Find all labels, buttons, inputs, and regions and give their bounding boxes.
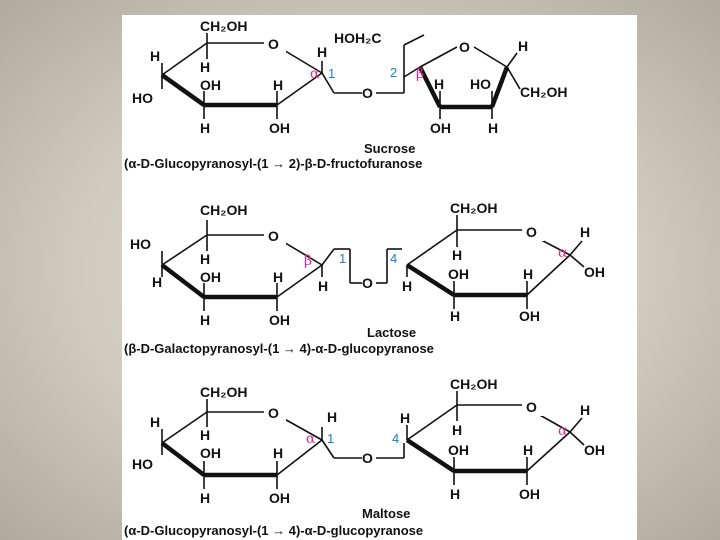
lactose-gal-c1-h: H <box>318 278 328 294</box>
sucrose-position-2: 2 <box>390 65 397 80</box>
sucrose-glc-c2-h: H <box>273 77 283 93</box>
maltose-alpha-anomer-label-2: α <box>558 423 568 439</box>
sucrose-glc-c3-h: H <box>200 120 210 136</box>
lactose-glc-c3-oh: OH <box>448 266 469 282</box>
maltose-glc1-c5-h: H <box>200 427 210 443</box>
lactose-gal-c4-h: H <box>152 274 162 290</box>
sucrose-glycosidic-oxygen: O <box>362 85 373 101</box>
sucrose-glc-c3-oh: OH <box>200 77 221 93</box>
sucrose-glc-c4-h: H <box>150 48 160 64</box>
lactose-gal-c3-oh: OH <box>200 269 221 285</box>
sucrose-fru-c1-hoh2c: HOH₂C <box>334 30 381 46</box>
maltose-glc2-ring-oxygen: O <box>526 399 537 415</box>
lactose-galactose-ring <box>160 220 362 311</box>
sucrose-glc-c6-ch2oh: CH₂OH <box>200 18 247 34</box>
maltose-position-1: 1 <box>327 431 334 446</box>
maltose-glc1-c6-ch2oh: CH₂OH <box>200 384 247 400</box>
maltose-glc1-c3-h: H <box>200 490 210 506</box>
maltose-glc2-c2-h: H <box>523 442 533 458</box>
sucrose-structure: CH₂OH O H HO H OH H H OH H α 1 O <box>132 18 567 136</box>
sucrose-fru-c3-h: H <box>434 76 444 92</box>
sucrose-glc-c1-h: H <box>317 44 327 60</box>
maltose-glc1-c4-ho: HO <box>132 456 153 472</box>
maltose-glc1-c1-h: H <box>327 409 337 425</box>
slide-canvas: CH₂OH O H HO H OH H H OH H α 1 O <box>122 15 637 540</box>
maltose-glc1-ring-oxygen: O <box>268 405 279 421</box>
maltose-glc2-c5-h: H <box>452 422 462 438</box>
sucrose-position-1: 1 <box>328 66 335 81</box>
maltose-name: Maltose <box>362 506 410 521</box>
lactose-glc-c4-h: H <box>402 278 412 294</box>
lactose-glc-c1-oh: OH <box>584 264 605 280</box>
sucrose-glc-c2-oh: OH <box>269 120 290 136</box>
maltose-alpha-anomer-label-1: α <box>306 431 316 447</box>
lactose-glc-c6-ch2oh: CH₂OH <box>450 200 497 216</box>
maltose-structure: CH₂OH O H HO H OH H H OH H α 1 O 4 <box>132 376 605 506</box>
sucrose-fru-c4-h: H <box>488 120 498 136</box>
sucrose-name: Sucrose <box>364 141 415 156</box>
maltose-glc1-c3-oh: OH <box>200 445 221 461</box>
maltose-systematic-name: (α-D-Glucopyranosyl-(1 → 4)-α-D-glucopyr… <box>124 523 423 538</box>
sucrose-systematic-name: (α-D-Glucopyranosyl-(1 → 2)-β-D-fructofu… <box>124 156 422 171</box>
maltose-glc2-c3-h: H <box>450 486 460 502</box>
lactose-glc-c5-h: H <box>452 247 462 263</box>
lactose-gal-c6-ch2oh: CH₂OH <box>200 202 247 218</box>
maltose-glc2-c6-ch2oh: CH₂OH <box>450 376 497 392</box>
lactose-name: Lactose <box>367 325 416 340</box>
maltose-position-4: 4 <box>392 431 399 446</box>
lactose-glc-ring-oxygen: O <box>526 224 537 240</box>
sucrose-alpha-anomer-label: α <box>310 66 320 82</box>
lactose-glucose-ring <box>405 215 585 309</box>
sucrose-fru-c5-h: H <box>518 38 528 54</box>
sucrose-fru-c6-ch2oh: CH₂OH <box>520 84 567 100</box>
maltose-glc1-c2-oh: OH <box>269 490 290 506</box>
lactose-glc-c3-h: H <box>450 308 460 324</box>
maltose-glycosidic-oxygen: O <box>362 450 373 466</box>
sucrose-fru-c4-ho: HO <box>470 76 491 92</box>
sucrose-fru-ring-oxygen: O <box>459 39 470 55</box>
lactose-gal-ring-oxygen: O <box>268 228 279 244</box>
maltose-glc2-c2-oh: OH <box>519 486 540 502</box>
maltose-glc1-c2-h: H <box>273 445 283 461</box>
sucrose-fru-c3-oh: OH <box>430 120 451 136</box>
lactose-gal-c2-oh: OH <box>269 312 290 328</box>
maltose-glucose-ring-1 <box>160 399 362 489</box>
lactose-position-4: 4 <box>390 251 397 266</box>
sucrose-glc-ring-oxygen: O <box>268 36 279 52</box>
lactose-gal-c3-h: H <box>200 312 210 328</box>
lactose-systematic-name: (β-D-Galactopyranosyl-(1 → 4)-α-D-glucop… <box>124 341 434 356</box>
lactose-gal-c2-h: H <box>273 269 283 285</box>
lactose-glycosidic-oxygen: O <box>362 275 373 291</box>
maltose-glc2-c4-h: H <box>400 410 410 426</box>
lactose-structure: CH₂OH O HO H H OH H H OH β 1 H O 4 <box>130 200 605 328</box>
maltose-glucose-ring-2 <box>405 391 585 485</box>
lactose-gal-c5-h: H <box>200 251 210 267</box>
sucrose-glc-c4-ho: HO <box>132 90 153 106</box>
disaccharides-diagram: CH₂OH O H HO H OH H H OH H α 1 O <box>124 18 605 538</box>
lactose-position-1: 1 <box>339 251 346 266</box>
maltose-glc2-c1-h: H <box>580 402 590 418</box>
lactose-beta-anomer-label: β <box>304 253 312 269</box>
sucrose-fructose-ring <box>403 34 521 119</box>
maltose-glc1-c4-h: H <box>150 414 160 430</box>
sucrose-beta-anomer-label: β <box>416 66 424 82</box>
sucrose-glucose-ring <box>160 33 362 119</box>
maltose-glc2-c1-oh: OH <box>584 442 605 458</box>
maltose-glc2-c3-oh: OH <box>448 442 469 458</box>
lactose-glc-c1-h: H <box>580 224 590 240</box>
lactose-alpha-anomer-label: α <box>558 245 568 261</box>
lactose-glc-c2-h: H <box>523 266 533 282</box>
lactose-glc-c2-oh: OH <box>519 308 540 324</box>
sucrose-glc-c5-h: H <box>200 59 210 75</box>
lactose-gal-c4-ho: HO <box>130 236 151 252</box>
